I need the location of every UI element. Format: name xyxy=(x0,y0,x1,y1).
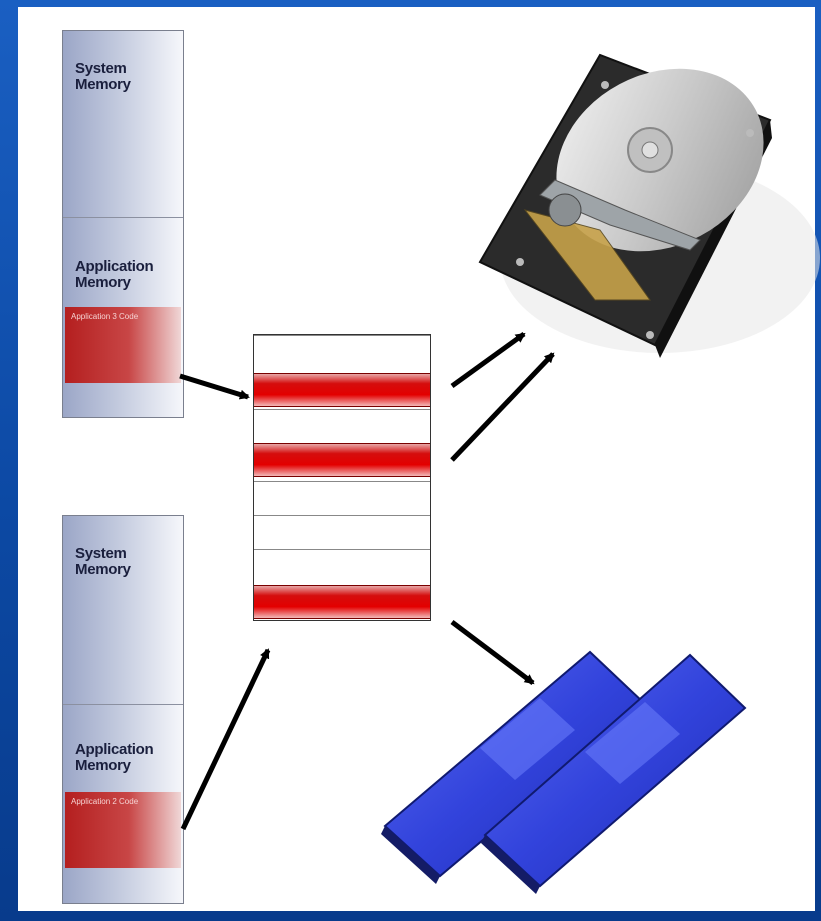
page-row-mapped xyxy=(254,585,430,619)
arrow-page-to-disk-1 xyxy=(450,331,526,389)
memory-divider xyxy=(63,704,183,705)
application-code-segment: Application 3 Code xyxy=(65,307,181,383)
application-memory-label: Application Memory xyxy=(75,258,154,291)
arrow-page-to-disk-2 xyxy=(450,352,555,462)
application-memory-label: Application Memory xyxy=(75,741,154,774)
arrow-process2-to-page xyxy=(180,648,271,831)
page-table xyxy=(253,334,431,621)
hard-disk-icon xyxy=(478,53,820,358)
page-row-mapped xyxy=(254,373,430,407)
process-2-memory-block: System Memory Application Memory Applica… xyxy=(62,515,184,904)
page-row-empty xyxy=(254,549,430,583)
page-row-empty xyxy=(254,335,430,369)
system-memory-label: System Memory xyxy=(75,545,131,578)
process-1-memory-block: System Memory Application Memory Applica… xyxy=(62,30,184,418)
page-row-mapped xyxy=(254,443,430,477)
ram-module-icon xyxy=(481,653,747,894)
arrow-page-to-ram xyxy=(450,620,535,685)
arrow-process1-to-page xyxy=(179,373,250,400)
application-code-label: Application 3 Code xyxy=(71,312,139,321)
application-code-segment: Application 2 Code xyxy=(65,792,181,868)
system-memory-label: System Memory xyxy=(75,60,131,93)
application-code-label: Application 2 Code xyxy=(71,797,139,806)
memory-divider xyxy=(63,217,183,218)
page-row-empty xyxy=(254,515,430,549)
page-row-empty xyxy=(254,409,430,443)
page-row-empty xyxy=(254,481,430,515)
